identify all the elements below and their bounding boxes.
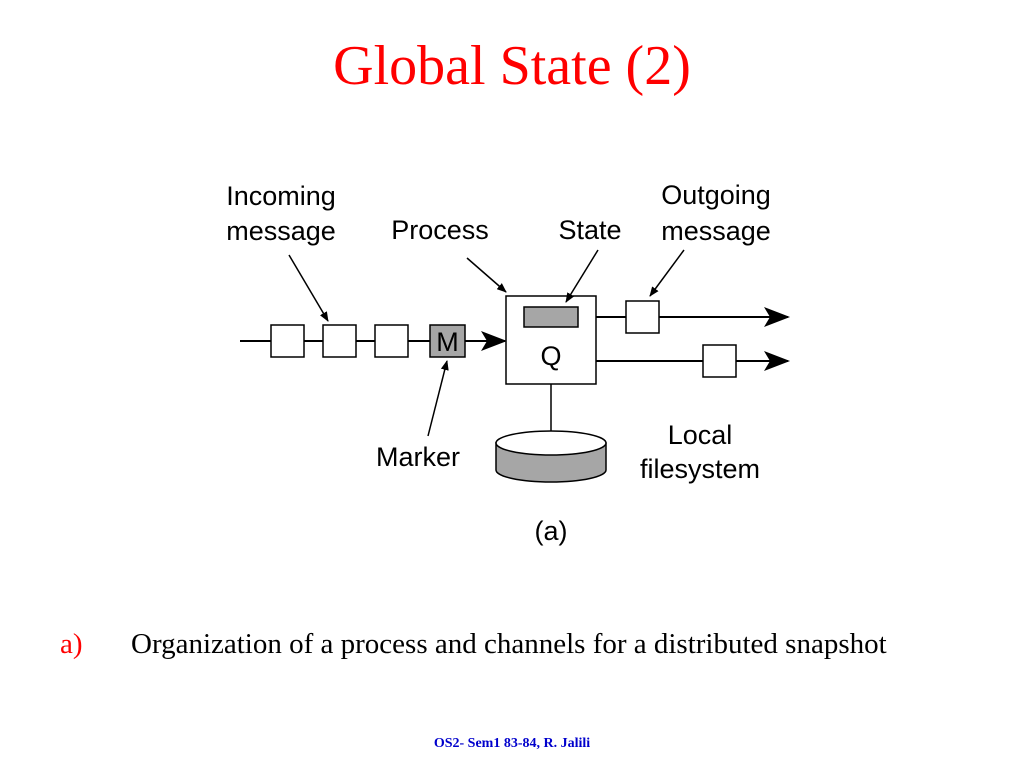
state-box xyxy=(523,306,579,328)
marker-message-box xyxy=(429,324,466,358)
incoming-message-pointer xyxy=(288,254,329,322)
local-filesystem-label-line2: filesystem xyxy=(640,454,760,484)
outgoing-message-pointer xyxy=(649,249,685,297)
process-box-label: Q xyxy=(540,341,561,371)
outgoing-message-box xyxy=(625,300,660,334)
process-pointer xyxy=(466,257,507,293)
slide-footer: OS2- Sem1 83-84, R. Jalili xyxy=(433,736,591,751)
bullet-text: Organization of a process and channels f… xyxy=(131,628,887,660)
outgoing-message-box xyxy=(702,344,737,378)
incoming-message-box xyxy=(270,324,305,358)
outgoing-message-label-line1: Outgoing xyxy=(661,180,771,210)
incoming-message-box xyxy=(322,324,357,358)
local-filesystem-label-line1: Local xyxy=(668,420,733,450)
local-filesystem-disk-icon xyxy=(495,430,607,483)
marker-label: Marker xyxy=(376,442,460,472)
state-label: State xyxy=(558,215,621,245)
marker-pointer xyxy=(427,360,449,437)
outgoing-message-label-line2: message xyxy=(661,216,771,246)
incoming-message-box xyxy=(374,324,409,358)
process-label: Process xyxy=(391,215,489,245)
incoming-message-label-line1: Incoming xyxy=(226,181,336,211)
bullet-marker: a) xyxy=(60,628,83,660)
state-pointer xyxy=(565,249,599,303)
diagram-caption: (a) xyxy=(535,516,568,546)
slide-title: Global State (2) xyxy=(333,35,691,97)
incoming-message-label-line2: message xyxy=(226,216,336,246)
marker-box-label: M xyxy=(436,327,459,357)
